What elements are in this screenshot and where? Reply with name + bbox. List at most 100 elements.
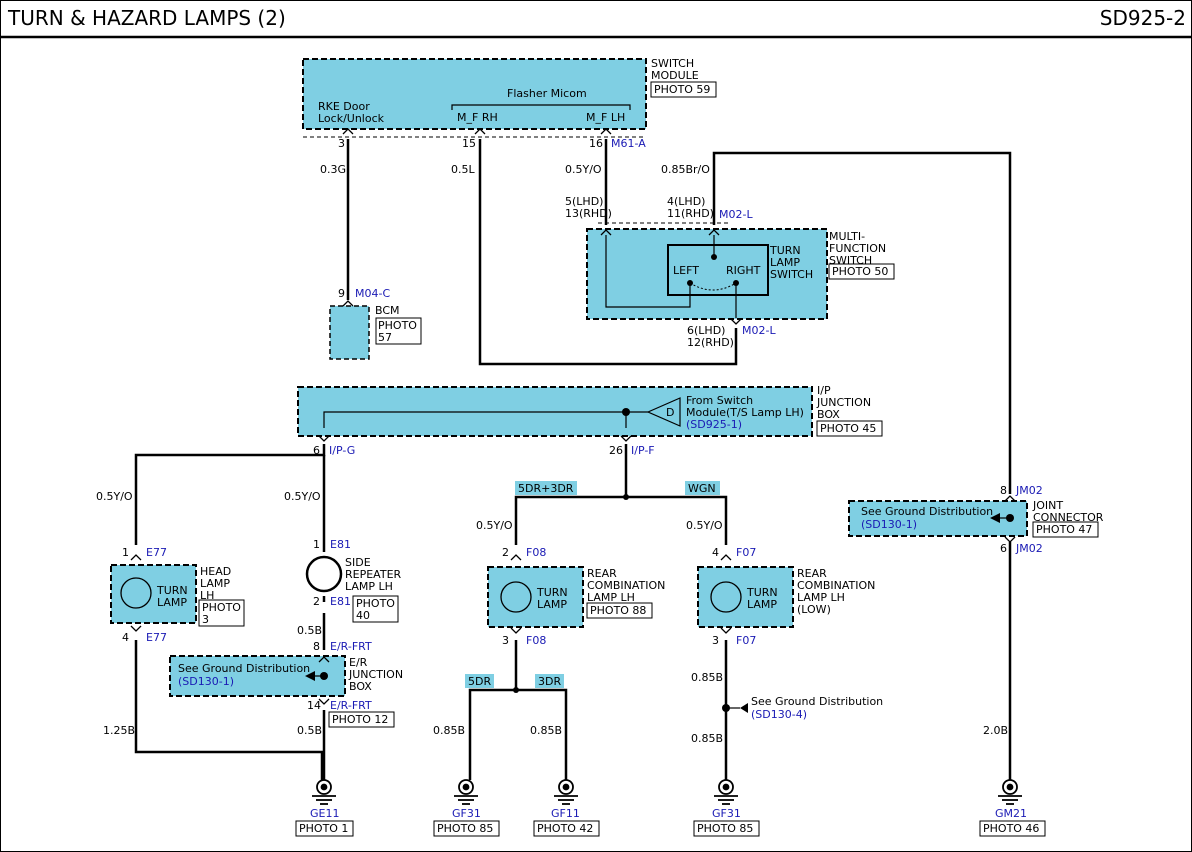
conn-e81-top: E81 <box>330 538 351 551</box>
wire-085bro: 0.85Br/O <box>661 163 710 176</box>
rear-low-pin-bottom: 3 <box>712 634 719 647</box>
ground-ge11-icon <box>312 779 336 805</box>
conn-e77-top: E77 <box>146 546 167 559</box>
pin-15: 15 <box>462 137 476 150</box>
multi-function-switch <box>586 222 828 320</box>
wire-20b: 2.0B <box>983 724 1008 737</box>
er-box-photo: PHOTO 12 <box>332 713 388 726</box>
conn-e77-bottom: E77 <box>146 631 167 644</box>
conn-er-frt-bottom: E/R-FRT <box>330 699 372 712</box>
wire-085b-c: 0.85B <box>691 671 723 684</box>
joint-pin-bottom: 6 <box>1000 542 1007 555</box>
conn-f08-bottom: F08 <box>526 634 546 647</box>
er-gd-label: See Ground Distribution <box>178 662 310 675</box>
option-tag-5dr <box>465 674 494 688</box>
ground-photo-gf31: PHOTO 85 <box>437 822 493 835</box>
er-gd-ref: (SD130-1) <box>178 675 234 688</box>
option-5dr3dr: 5DR+3DR <box>518 482 574 495</box>
ground-name-gm21: GM21 <box>995 807 1027 820</box>
joint-photo: PHOTO 47 <box>1036 523 1092 536</box>
diode-symbol <box>646 397 681 427</box>
wire-05yo-d: 0.5Y/O <box>476 519 513 532</box>
wire-085b-b: 0.85B <box>530 724 562 737</box>
bcm-name: BCM <box>375 304 400 317</box>
rear-lamp-bulb-icon <box>500 581 532 613</box>
ground-gf31b-icon <box>714 779 738 805</box>
ground-photo-gf11: PHOTO 42 <box>537 822 593 835</box>
connector-chevrons <box>130 128 1016 705</box>
ip-box-photo: PHOTO 45 <box>820 422 876 435</box>
side-repeater-pin-bottom: 2 <box>313 595 320 608</box>
rear-low-bulb-icon <box>710 581 742 613</box>
option-wgn: WGN <box>688 482 716 495</box>
page-title: TURN & HAZARD LAMPS (2) <box>8 6 286 30</box>
ground-gf11-icon <box>554 779 578 805</box>
switch-left-contact <box>687 280 693 286</box>
photo-frames <box>198 81 1099 837</box>
conn-f08-top: F08 <box>526 546 546 559</box>
diode-label: D <box>666 406 674 419</box>
diagram-code: SD925-2 <box>1099 6 1186 30</box>
option-tag-5dr3dr <box>515 481 577 495</box>
conn-jm02-top: JM02 <box>1015 484 1043 497</box>
joint-gd-ref: (SD130-1) <box>861 518 917 531</box>
rear-combination-lamp-lh-low <box>697 566 794 628</box>
side-repeater-pin-top: 1 <box>313 538 320 551</box>
internal-wires <box>307 235 1010 709</box>
switch-right-contact <box>733 280 739 286</box>
option-5dr: 5DR <box>468 675 491 688</box>
er-pin-14: 14 <box>307 699 321 712</box>
ground-photo-gf31b: PHOTO 85 <box>697 822 753 835</box>
pin-mf-lh: M_F LH <box>586 111 625 124</box>
wire-05yo-a: 0.5Y/O <box>565 163 602 176</box>
wire-05l: 0.5L <box>451 163 475 176</box>
switch-contact <box>689 282 737 291</box>
conn-ip-f: I/P-F <box>631 444 655 457</box>
wire-03g: 0.3G <box>320 163 346 176</box>
head-lamp-pin-bottom: 4 <box>122 631 129 644</box>
ground-name-gf11: GF11 <box>551 807 580 820</box>
rear-lh-pin-top: 2 <box>502 546 509 559</box>
conn-jm02-bottom: JM02 <box>1015 542 1043 555</box>
wire-05yo-e: 0.5Y/O <box>686 519 723 532</box>
wire-05yo-c: 0.5Y/O <box>284 490 321 503</box>
conn-er-frt-top: E/R-FRT <box>330 640 372 653</box>
ground-arrow-sd130-4 <box>740 703 748 713</box>
conn-ip-g: I/P-G <box>329 444 355 457</box>
wire-05yo-b: 0.5Y/O <box>96 490 133 503</box>
flasher-label: Flasher Micom <box>507 87 587 100</box>
ground-name-gf31: GF31 <box>452 807 481 820</box>
pin-16: 16 <box>589 137 603 150</box>
ground-gm21-icon <box>998 779 1022 805</box>
conn-m02l-bottom: M02-L <box>742 324 776 337</box>
er-pin-8: 8 <box>313 640 320 653</box>
ground-symbols <box>312 779 1022 805</box>
rear-lh-pin-bottom: 3 <box>502 634 509 647</box>
head-lamp-pin-top: 1 <box>122 546 129 559</box>
switch-right-label: RIGHT <box>726 264 761 277</box>
rear-lh-photo: PHOTO 88 <box>590 604 646 617</box>
option-tag-3dr <box>535 674 564 688</box>
lamp-bulbs <box>120 555 742 613</box>
turn-lamp-switch <box>667 244 769 296</box>
ground-photo-gm21: PHOTO 46 <box>983 822 1039 835</box>
conn-m61a: M61-A <box>611 137 646 150</box>
switch-left-label: LEFT <box>673 264 699 277</box>
conn-e81-bottom: E81 <box>330 595 351 608</box>
side-repeater-bulb-icon <box>305 555 343 593</box>
ip-pin-26: 26 <box>609 444 623 457</box>
option-tag-wgn <box>685 481 720 495</box>
